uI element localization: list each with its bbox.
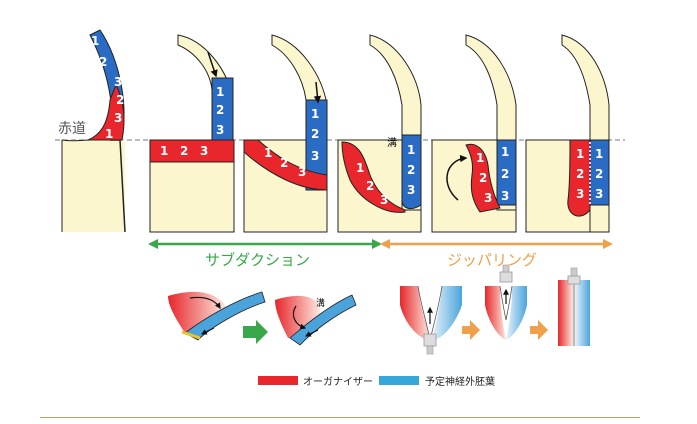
cell-number: 2	[407, 163, 415, 177]
cell-number: 1	[216, 85, 224, 99]
cell-number: 3	[298, 165, 306, 179]
legend-label-organizer: オーガナイザー	[303, 376, 373, 388]
cell-number: 3	[576, 187, 584, 201]
groove-label: 溝	[387, 136, 397, 149]
legend-swatch-neural	[379, 376, 419, 385]
stage-panel-5: 1 2 3 1 2 3	[431, 34, 517, 233]
orange-step-arrow-1	[462, 320, 480, 340]
cell-number: 1	[476, 151, 484, 165]
cell-number: 1	[264, 146, 272, 160]
cell-number: 1	[356, 161, 364, 175]
cell-number: 2	[366, 179, 374, 193]
cell-number: 2	[99, 55, 107, 69]
orange-step-arrow-2	[530, 320, 548, 340]
subduction-mini-1	[168, 291, 266, 341]
stage-panel-6: 1 2 3 1 2 3	[525, 34, 610, 233]
bottom-rule	[40, 417, 640, 418]
cell-number: 2	[311, 127, 319, 141]
cell-number: 2	[595, 167, 603, 181]
stage-panel-4: 溝 1 2 3 1 2 3	[337, 34, 422, 233]
cell-number: 3	[216, 123, 224, 137]
cell-number: 3	[484, 191, 492, 205]
stage-panel-3: 1 2 3 1 2 3	[243, 34, 328, 233]
zippering-mini-2	[485, 264, 527, 340]
cell-number: 3	[501, 189, 509, 203]
cell-number: 2	[180, 144, 188, 158]
green-step-arrow	[243, 320, 268, 344]
zippering-label: ジッパリング	[447, 251, 537, 269]
cell-number: 3	[595, 187, 603, 201]
cell-number: 2	[479, 171, 487, 185]
cell-number: 1	[501, 145, 509, 159]
legend-label-neural: 予定神経外胚葉	[425, 375, 495, 388]
cell-number: 1	[311, 107, 319, 121]
cell-number: 3	[380, 193, 388, 207]
cell-number: 1	[407, 143, 415, 157]
cell-number: 2	[216, 103, 224, 117]
cell-number: 1	[105, 127, 113, 141]
cell-number: 3	[114, 75, 122, 89]
subduction-mini-2: 溝	[275, 294, 357, 346]
cell-number: 2	[116, 93, 124, 107]
cell-number: 2	[501, 167, 509, 181]
cell-number: 3	[407, 183, 415, 197]
subduction-label: サブダクション	[205, 251, 310, 269]
cell-number: 3	[114, 111, 122, 125]
stage-panel-2: 1 2 3 1 2 3	[149, 34, 235, 233]
equator-label: 赤道	[58, 121, 86, 137]
cell-number: 1	[595, 147, 603, 161]
cell-number: 1	[91, 34, 99, 48]
cell-number: 1	[160, 144, 168, 158]
stage-panel-1: 1 2 3 2 3 1	[61, 29, 126, 233]
cell-number: 2	[576, 167, 584, 181]
cell-number: 3	[200, 144, 208, 158]
legend-swatch-organizer	[258, 376, 298, 385]
cell-number: 3	[311, 149, 319, 163]
zippering-mini-3	[558, 267, 590, 346]
cell-number: 2	[280, 156, 288, 170]
cell-number: 1	[576, 147, 584, 161]
legend: オーガナイザー 予定神経外胚葉	[258, 375, 495, 388]
zippering-mini-1	[400, 285, 462, 355]
groove-mini-label: 溝	[316, 297, 325, 309]
